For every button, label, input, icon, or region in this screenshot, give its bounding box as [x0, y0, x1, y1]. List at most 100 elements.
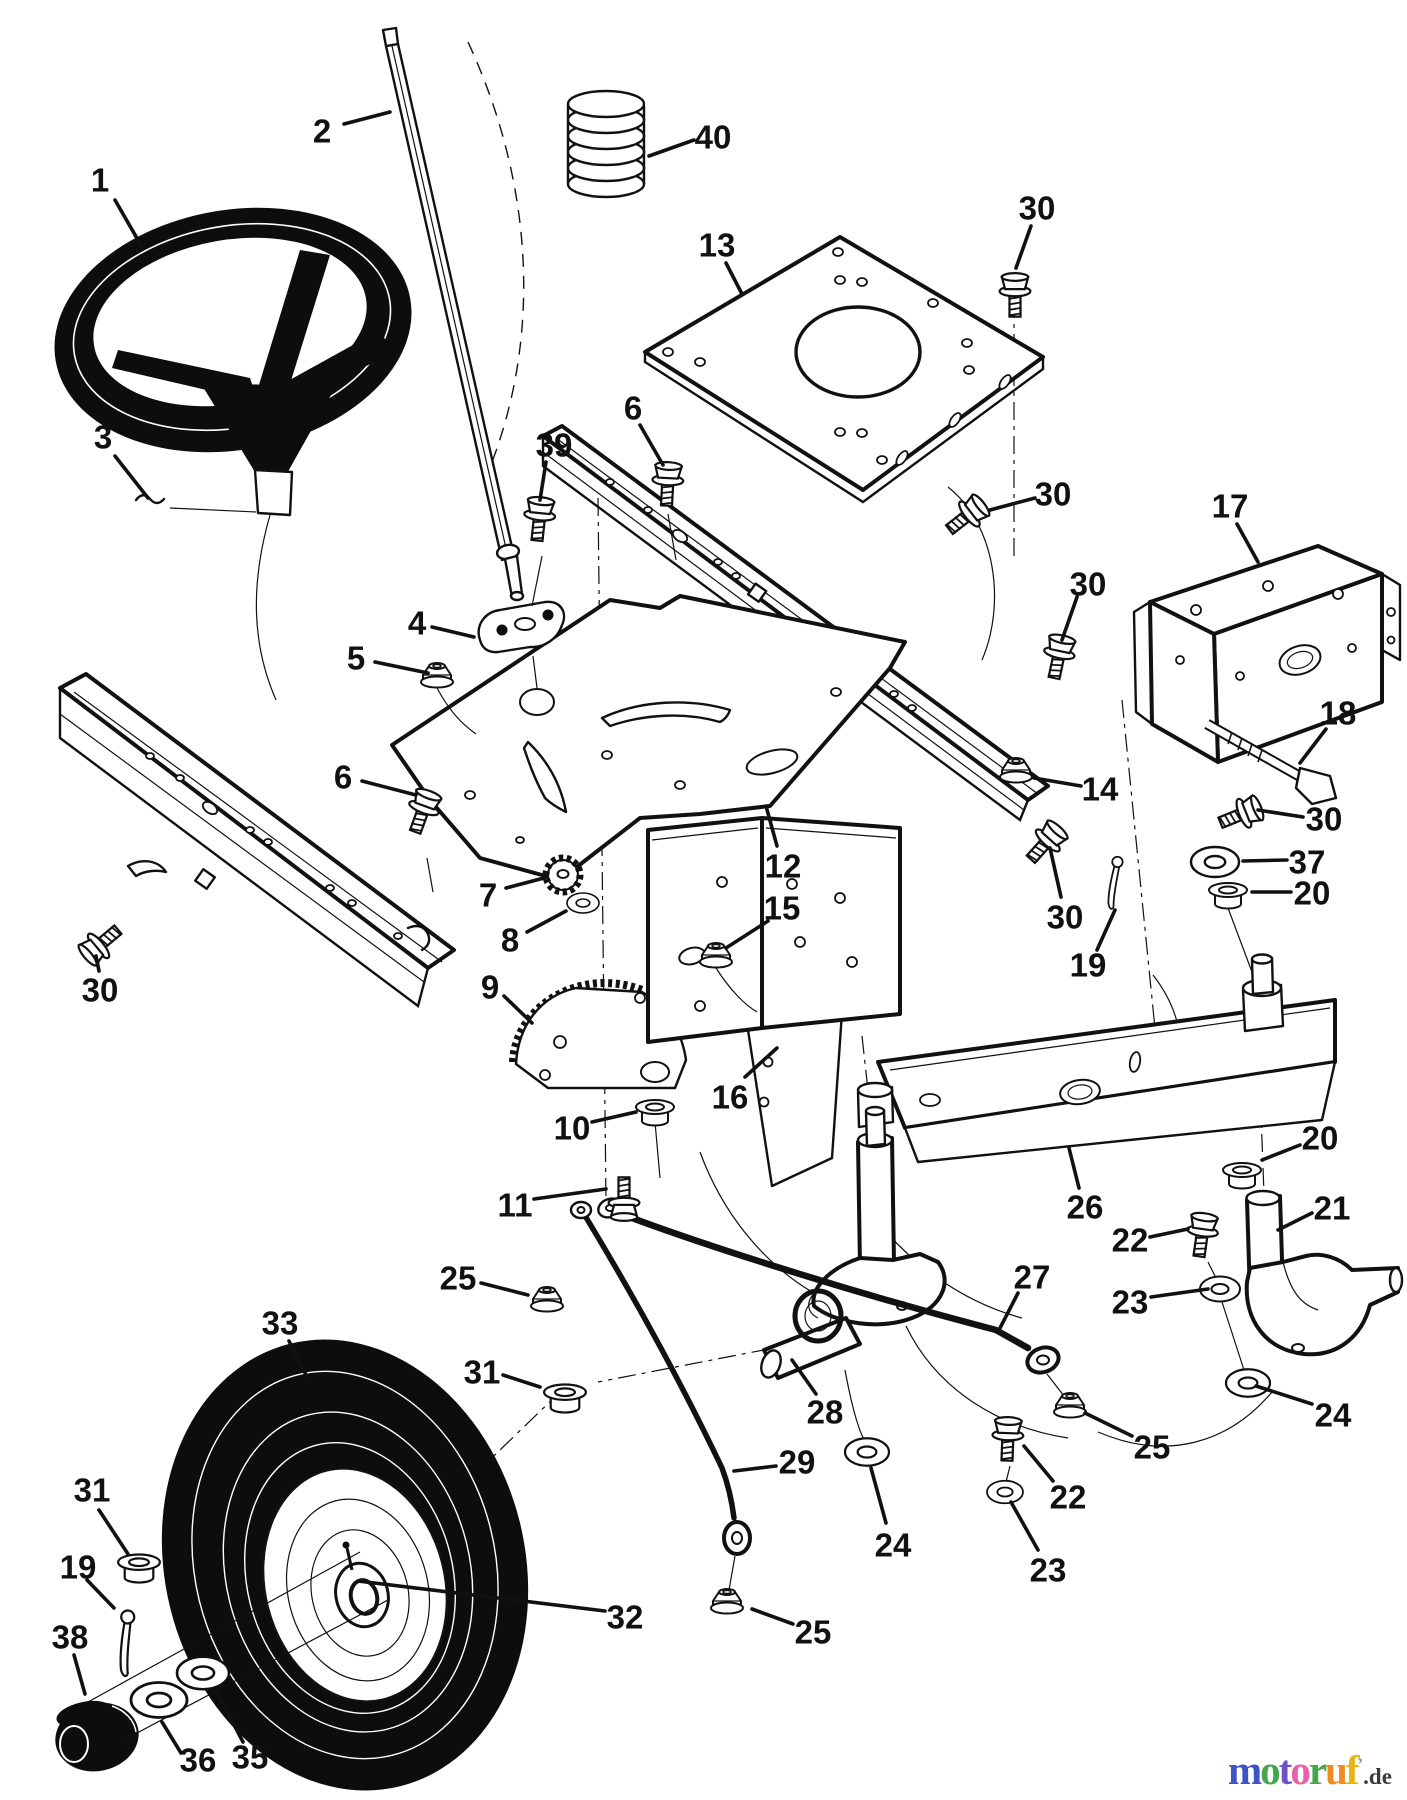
callout-number-4: 4	[408, 605, 427, 642]
nut-5	[420, 662, 454, 689]
callout-number-30: 30	[1306, 801, 1343, 838]
nut-25-b	[710, 1588, 744, 1615]
callout-leader-24	[869, 1466, 888, 1525]
callout-number-24: 24	[875, 1527, 912, 1564]
callout-leader-6	[638, 423, 665, 467]
callout-number-18: 18	[1320, 695, 1357, 732]
bolt-30-d	[1213, 791, 1268, 839]
callout-number-28: 28	[807, 1394, 844, 1431]
callout-number-17: 17	[1212, 488, 1249, 525]
washer-8	[566, 892, 600, 914]
logo-letter-o: o	[1290, 1747, 1310, 1793]
callout-number-21: 21	[1314, 1190, 1351, 1227]
steering-bellows-part	[566, 89, 646, 199]
bolt-30-f	[73, 916, 129, 971]
hub-cap-part	[55, 1700, 139, 1772]
callout-leader-29	[732, 1464, 778, 1473]
callout-leader-30	[1014, 224, 1033, 270]
callout-leader-10	[590, 1110, 638, 1124]
cotter-pin-19-b	[117, 1609, 136, 1678]
callout-leader-32	[356, 1579, 607, 1613]
callout-number-10: 10	[554, 1110, 591, 1147]
callout-number-9: 9	[481, 969, 499, 1006]
bushing-31-a	[542, 1383, 588, 1414]
bolt-30-a	[998, 272, 1032, 318]
callout-leader-15	[724, 919, 770, 950]
nut-25-a	[530, 1286, 564, 1313]
washer-24-a	[843, 1437, 891, 1467]
callout-number-19: 19	[1070, 947, 1107, 984]
callout-leader-39	[538, 460, 548, 502]
bolt-30-e	[1018, 815, 1073, 871]
callout-leader-27	[997, 1291, 1020, 1332]
bushing-31-b	[116, 1553, 161, 1584]
washer-35	[175, 1655, 231, 1691]
callout-leader-31	[97, 1508, 130, 1556]
callout-leader-22	[1148, 1227, 1190, 1239]
logo-tick: ’	[1357, 1754, 1364, 1774]
callout-number-6: 6	[624, 390, 642, 427]
callout-number-38: 38	[52, 1619, 89, 1656]
logo-letter-u: u	[1325, 1747, 1348, 1793]
callout-leader-36	[160, 1720, 183, 1755]
washer-24-b	[1224, 1368, 1272, 1398]
logo-letter-m: m	[1228, 1747, 1262, 1793]
callout-number-27: 27	[1014, 1259, 1051, 1296]
frame-rail-left-part	[58, 672, 456, 1009]
callout-number-30: 30	[1035, 476, 1072, 513]
callout-number-35: 35	[232, 1739, 269, 1776]
callout-layer: 1234013303030303030171814396654789101112…	[52, 110, 1357, 1779]
steering-support-part	[646, 816, 902, 1188]
callout-leader-2	[342, 110, 392, 126]
callout-number-22: 22	[1050, 1479, 1087, 1516]
callout-number-15: 15	[764, 890, 801, 927]
callout-number-22: 22	[1112, 1222, 1149, 1259]
washer-23-b	[986, 1479, 1024, 1505]
steering-shaft-part	[381, 26, 525, 602]
callout-number-20: 20	[1302, 1120, 1339, 1157]
sector-gear-part	[509, 979, 688, 1090]
callout-leader-7	[504, 876, 546, 890]
callout-leader-9	[502, 994, 534, 1025]
callout-leader-3	[113, 454, 150, 500]
nut-25-c	[1053, 1392, 1087, 1419]
callout-leader-25	[1083, 1411, 1134, 1438]
callout-leader-19	[85, 1578, 116, 1610]
drag-link-part	[569, 1200, 752, 1556]
cotter-pin-19-a	[1104, 855, 1125, 911]
callout-leader-17	[1235, 522, 1260, 564]
logo-letter-t: t	[1278, 1747, 1293, 1793]
callout-number-19: 19	[60, 1549, 97, 1586]
callout-leader-30	[94, 954, 101, 973]
callout-leader-38	[72, 1653, 87, 1696]
callout-number-5: 5	[347, 640, 365, 677]
callout-number-30: 30	[1047, 899, 1084, 936]
callout-number-14: 14	[1082, 771, 1119, 808]
callout-number-37: 37	[1289, 844, 1326, 881]
callout-number-23: 23	[1112, 1284, 1149, 1321]
washer-36	[129, 1681, 189, 1719]
callout-number-16: 16	[712, 1079, 749, 1116]
callout-leader-19	[1095, 908, 1117, 952]
callout-leader-14	[1032, 776, 1083, 788]
callout-number-11: 11	[498, 1187, 533, 1224]
callout-leader-40	[647, 138, 696, 158]
support-bracket-part	[1132, 544, 1402, 764]
callout-number-25: 25	[1134, 1429, 1171, 1466]
logo-letter-r: r	[1308, 1747, 1327, 1793]
callout-leader-4	[430, 625, 476, 639]
callout-leader-30	[1060, 595, 1079, 642]
callout-leader-18	[1298, 727, 1328, 765]
callout-leader-26	[1067, 1146, 1081, 1190]
callout-leader-30	[1256, 808, 1305, 819]
callout-number-26: 26	[1067, 1189, 1104, 1226]
callout-number-13: 13	[699, 227, 736, 264]
logo-suffix: .de	[1363, 1764, 1392, 1789]
wheel-tire-part	[161, 1339, 529, 1791]
callout-number-25: 25	[795, 1614, 832, 1651]
tie-rod-part	[597, 1197, 1061, 1375]
callout-number-25: 25	[440, 1260, 477, 1297]
callout-leader-25	[750, 1607, 795, 1626]
bolt-11	[607, 1176, 641, 1222]
